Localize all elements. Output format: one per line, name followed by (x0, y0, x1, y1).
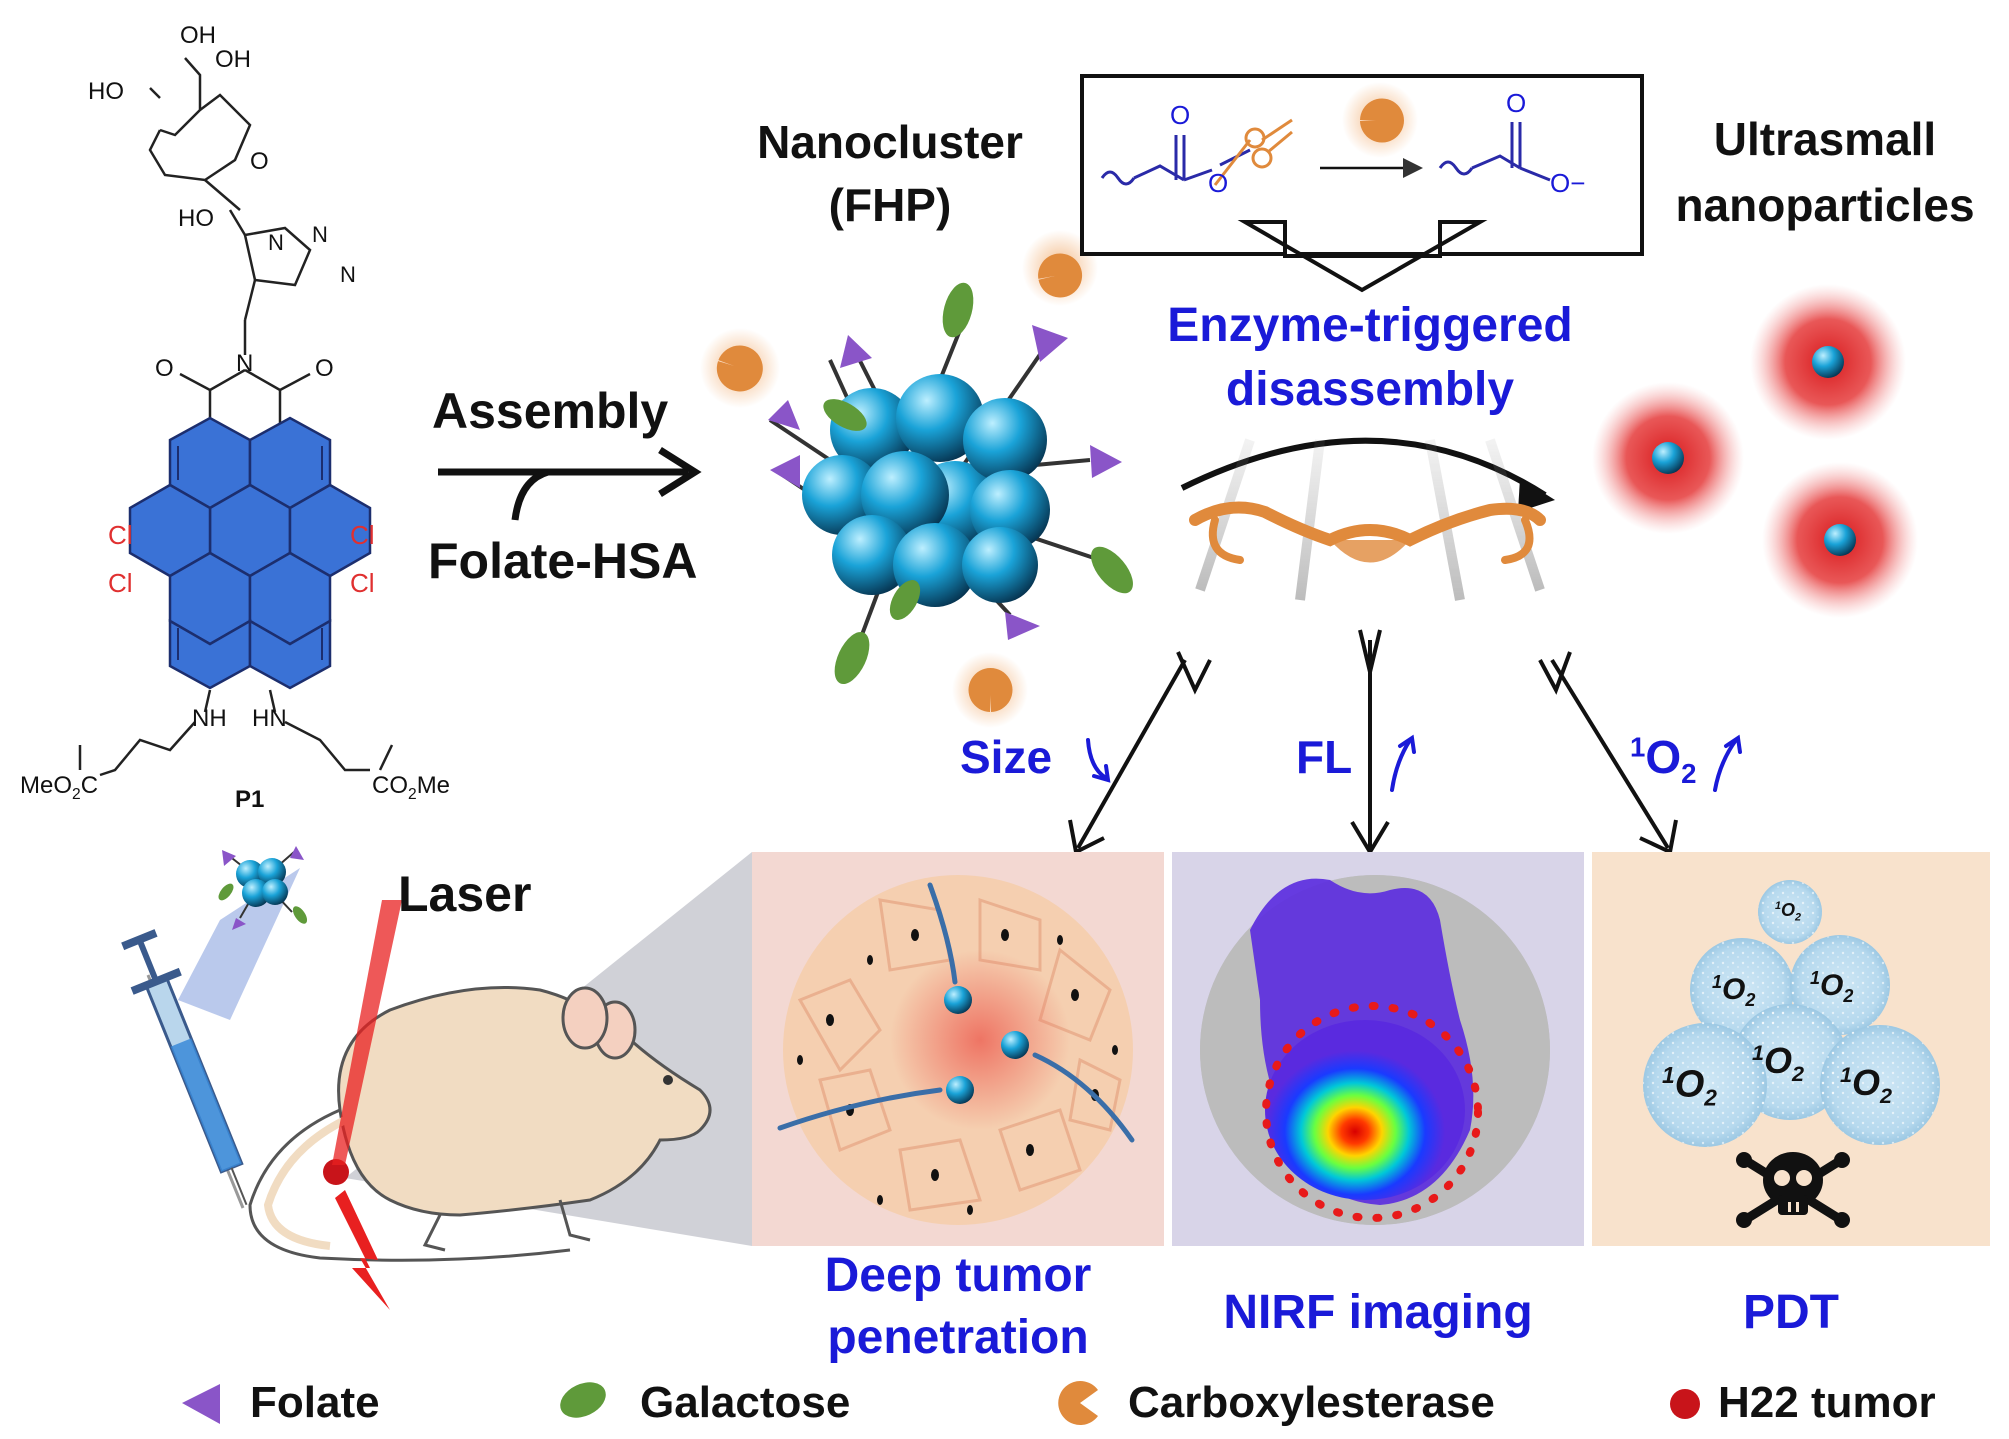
ester-o-label: O (1208, 168, 1229, 198)
fl-label: FL (1296, 731, 1353, 783)
chlorine-label: Cl (108, 568, 133, 598)
nanocluster-small (218, 846, 308, 930)
amine-label: HN (252, 705, 287, 732)
laser-beam (332, 900, 402, 1165)
legend-carboxylesterase: Carboxylesterase (1128, 1378, 1495, 1427)
imide-n-label: N (236, 350, 254, 377)
singlet-oxygen-bubble: 1O2 (1662, 1062, 1717, 1111)
singlet-oxygen-label: 1O2 (1630, 731, 1697, 790)
assembly-arrow (438, 447, 702, 521)
singlet-oxygen-bubble: 1O2 (1775, 900, 1802, 924)
acid-o-label: O− (1550, 168, 1586, 198)
nanocluster-label: Nanocluster (757, 116, 1023, 168)
penetration-label: penetration (827, 1311, 1089, 1364)
pacman-icon (1058, 1380, 1098, 1425)
laser-label: Laser (398, 866, 532, 922)
legend-folate: Folate (250, 1378, 380, 1427)
disassembly-label: disassembly (1225, 363, 1515, 416)
lightning-icon (335, 1190, 390, 1310)
triazole-n-label: N (312, 222, 328, 247)
nirf-imaging-label: NIRF imaging (1223, 1286, 1533, 1339)
syringe-icon (121, 868, 300, 1209)
scissors-icon (1213, 118, 1293, 186)
singlet-oxygen-bubble: 1O2 (1752, 1040, 1805, 1087)
pdt-panel (1592, 852, 1990, 1246)
triangle-icon (182, 1384, 220, 1424)
acid-o-label: O (1506, 88, 1527, 118)
ester-label: CO2Me (372, 772, 451, 803)
assembly-label: Assembly (432, 383, 669, 439)
mouse-illustration (248, 986, 712, 1310)
chlorine-label: Cl (350, 520, 375, 550)
chlorine-label: Cl (108, 520, 133, 550)
ultrasmall-label: Ultrasmall (1713, 113, 1937, 165)
reaction-scheme-box (1080, 74, 1644, 293)
legend-galactose: Galactose (640, 1378, 851, 1427)
trend-arrows (1086, 734, 1742, 792)
nanocluster-fhp-label: (FHP) (828, 179, 952, 231)
skull-icon (1736, 1152, 1850, 1228)
nirf-imaging-panel (1172, 852, 1584, 1246)
oh-label: OH (215, 46, 251, 73)
deep-tumor-label: Deep tumor (824, 1249, 1092, 1302)
ho-label: HO (178, 205, 214, 232)
nanoparticles-label: nanoparticles (1675, 179, 1975, 231)
chlorine-label: Cl (350, 568, 375, 598)
disassembly-arrow (1180, 437, 1555, 601)
ring-oxygen-label: O (250, 148, 269, 175)
ultrasmall-nanoparticles (1592, 284, 1918, 618)
enzyme-triggered-label: Enzyme-triggered (1167, 299, 1573, 352)
legend-icons (182, 1380, 1700, 1425)
ester-o-label: O (1170, 100, 1191, 130)
leaf-icon (560, 1382, 606, 1418)
folate-hsa-label: Folate-HSA (428, 533, 698, 589)
imide-oxygen-label: O (155, 355, 174, 382)
nanocluster-fhp (700, 230, 1133, 728)
triazole-n-label: N (268, 230, 284, 255)
chemical-structure-p1 (78, 57, 394, 777)
size-label: Size (960, 731, 1053, 783)
dot-icon (1670, 1389, 1700, 1419)
amine-label: NH (192, 705, 227, 732)
oh-label: OH (180, 22, 216, 49)
ho-label: HO (88, 78, 124, 105)
singlet-oxygen-bubble: 1O2 (1840, 1062, 1893, 1109)
singlet-oxygen-bubble: 1O2 (1810, 968, 1854, 1006)
deep-tumor-panel (752, 852, 1164, 1246)
imide-oxygen-label: O (315, 355, 334, 382)
pathway-arrows (1068, 629, 1678, 856)
compound-label: P1 (235, 786, 265, 813)
singlet-oxygen-bubble: 1O2 (1712, 972, 1756, 1010)
triazole-n-label: N (340, 262, 356, 287)
legend-h22-tumor: H22 tumor (1718, 1378, 1936, 1427)
ester-label: MeO2C (20, 772, 99, 803)
pdt-label: PDT (1743, 1286, 1839, 1339)
perylene-core (128, 416, 372, 690)
